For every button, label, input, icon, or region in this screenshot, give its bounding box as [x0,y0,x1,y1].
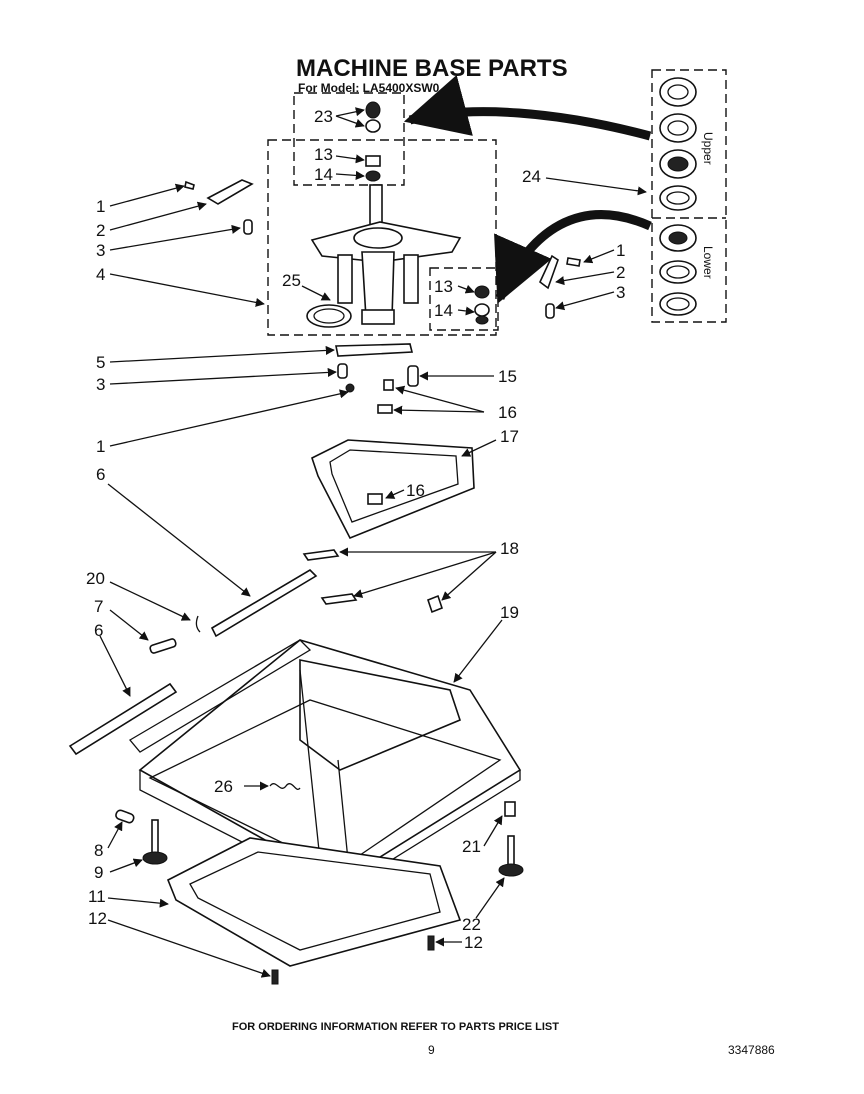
leveling-legs [115,801,524,985]
mount-parts [474,285,490,325]
callout-3-left: 3 [96,241,105,260]
lower-label: Lower [701,246,715,279]
callout-25: 25 [282,271,301,290]
diagram-title: MACHINE BASE PARTS [296,55,568,82]
callout-12-left: 12 [88,909,107,928]
callout-9: 9 [94,863,103,882]
leader-lines [99,107,647,978]
base-pan [166,837,462,967]
upper-label: Upper [701,132,715,165]
callout-20: 20 [86,569,105,588]
lower-bearing-arrow [494,210,652,304]
left-bracket-parts [184,179,254,235]
callout-1-left: 1 [96,197,105,216]
callout-3-mid: 3 [96,375,105,394]
callout-15: 15 [498,367,517,386]
upper-bearing-set [659,77,697,211]
seal-stack [365,101,381,182]
seal-ring [306,304,352,328]
callout-14-right: 14 [434,301,453,320]
callout-13-right: 13 [434,277,453,296]
clamp-parts [335,343,419,414]
callout-22: 22 [462,915,481,934]
callout-16-bottom: 16 [406,481,425,500]
callout-13-top: 13 [314,145,333,164]
right-bracket-parts [539,254,581,319]
callout-11: 11 [88,887,106,906]
callout-17: 17 [500,427,519,446]
retainer-clips [302,549,443,614]
callout-5: 5 [96,353,105,372]
support-tray [311,439,475,540]
ordering-note: FOR ORDERING INFORMATION REFER TO PARTS … [232,1021,559,1033]
callout-16-top: 16 [498,403,517,422]
callout-18: 18 [500,539,519,558]
lower-bearing-set [659,224,697,316]
upper-bearing-arrow [403,74,652,141]
callout-2-right: 2 [616,263,625,282]
callout-3-right: 3 [616,283,625,302]
callout-19: 19 [500,603,519,622]
callout-6-bottom: 6 [94,621,103,640]
callout-26: 26 [214,777,233,796]
callout-1-mid: 1 [96,437,105,456]
page-number: 9 [428,1043,435,1057]
callout-23: 23 [314,107,333,126]
doc-number: 3347886 [728,1043,775,1057]
spring-part [269,783,301,790]
callout-24: 24 [522,167,541,186]
callout-7: 7 [94,597,103,616]
seal-group-box [293,92,405,186]
callout-12-right: 12 [464,933,483,952]
callout-6-top: 6 [96,465,105,484]
callout-1-right: 1 [616,241,625,260]
callout-4: 4 [96,265,105,284]
side-rails [68,568,318,756]
bearing-group-box [651,69,727,323]
callout-8: 8 [94,841,103,860]
callout-14-top: 14 [314,165,333,184]
callout-2-left: 2 [96,221,105,240]
transmission-assembly [310,184,462,325]
callout-21: 21 [462,837,481,856]
